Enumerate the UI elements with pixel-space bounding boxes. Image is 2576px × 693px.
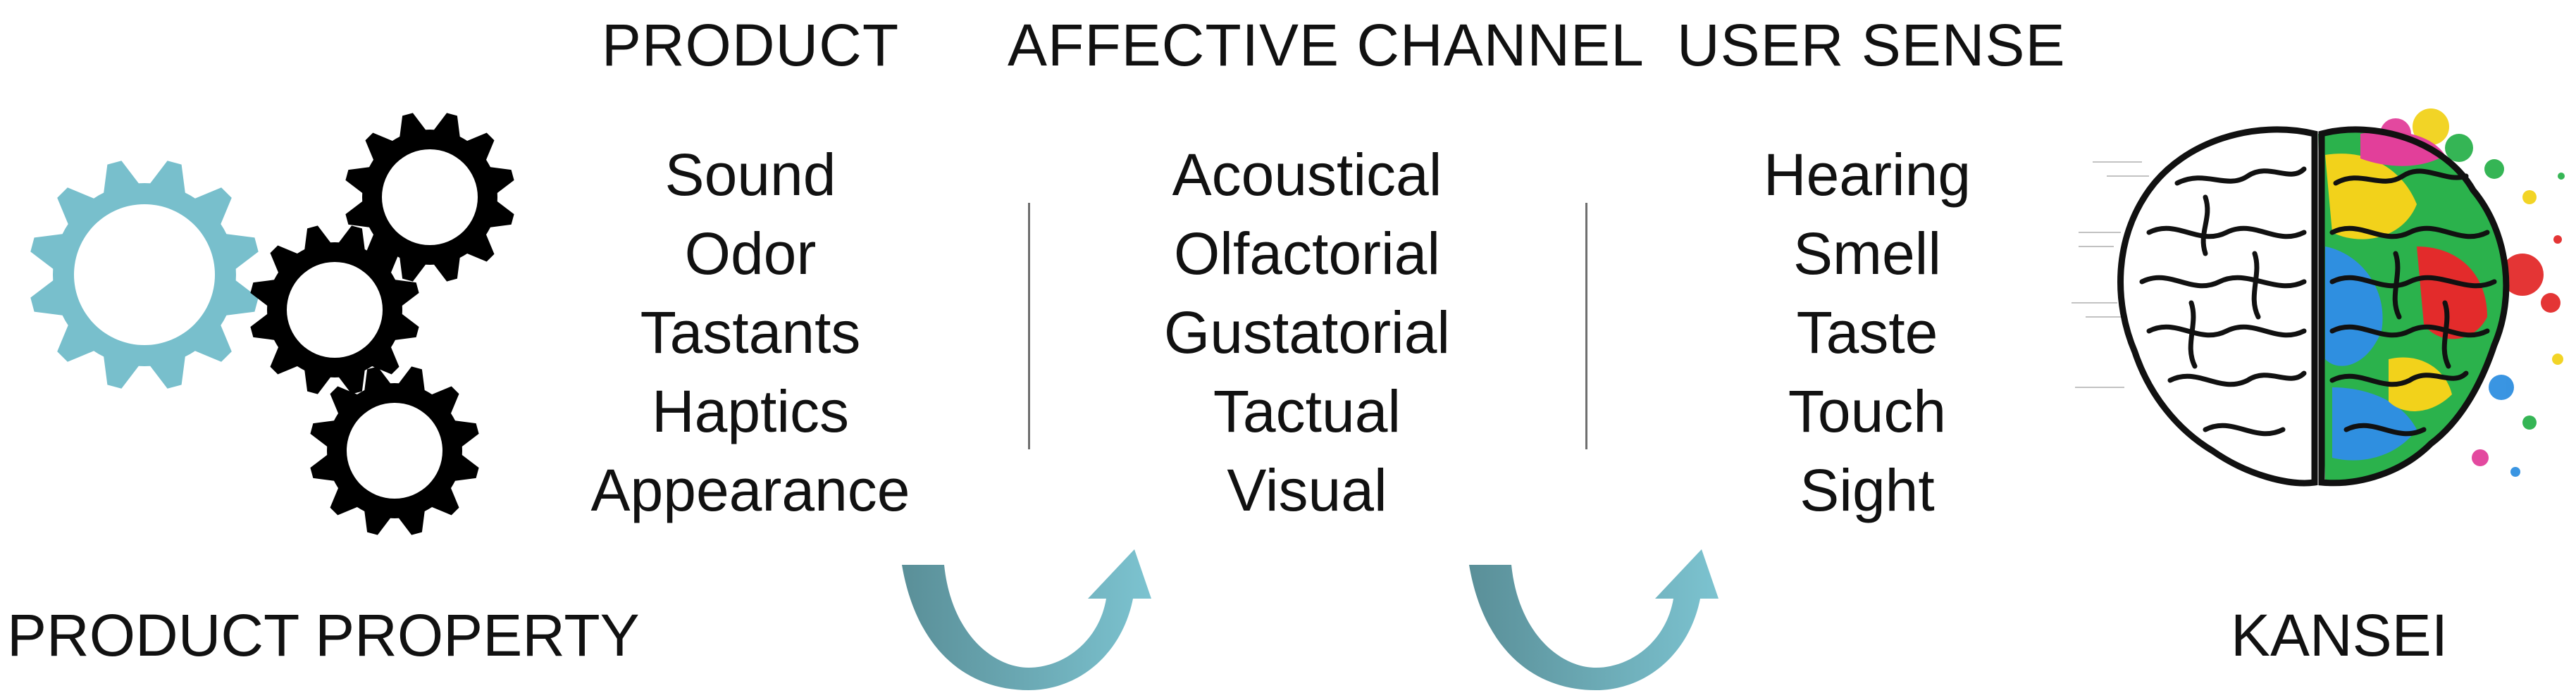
heading-user-sense: USER SENSE [1677,12,2066,78]
gear-blue-icon [30,161,259,389]
gears-icon [30,113,514,535]
divider-right [1585,203,1587,449]
list-item: Acoustical [1172,142,1442,208]
list-item: Hearing [1763,142,1971,208]
kansei-label: KANSEI [2230,602,2448,668]
curved-arrow-icon [1469,549,1719,690]
list-item: Tastants [640,299,861,366]
list-item: Gustatorial [1163,299,1451,366]
list-item: Odor [684,220,817,287]
list-item: Haptics [651,378,850,444]
product-list: Sound Odor Tastants Haptics Appearance [585,135,916,530]
list-item: Visual [1227,457,1387,523]
list-item: Tactual [1213,378,1401,444]
curved-arrow-icon [902,549,1151,690]
gear-black-icon [250,225,419,394]
list-item: Appearance [590,457,910,523]
affective-channel-list: Acoustical Olfactorial Gustatorial Tactu… [1113,135,1501,530]
heading-product: PRODUCT [601,12,900,78]
list-item: Smell [1792,220,1942,287]
heading-affective-channel: AFFECTIVE CHANNEL [1008,12,1645,78]
brain-icon [2072,108,2565,487]
list-item: Sound [664,142,836,208]
product-property-label: PRODUCT PROPERTY [7,602,640,668]
list-item: Taste [1796,299,1938,366]
list-item: Olfactorial [1173,220,1441,287]
user-sense-list: Hearing Smell Taste Touch Sight [1712,135,2022,530]
divider-left [1028,203,1030,449]
gear-black-icon [345,113,514,282]
gear-black-icon [310,366,479,535]
list-item: Touch [1788,378,1947,444]
list-item: Sight [1800,457,1935,523]
